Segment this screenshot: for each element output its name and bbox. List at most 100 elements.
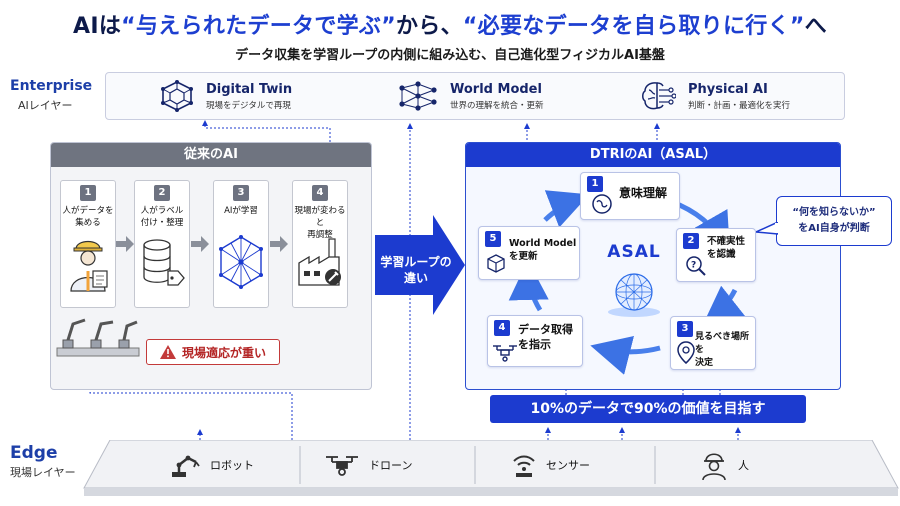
step-line: データ取得 <box>518 323 573 336</box>
edge-platform <box>83 440 899 496</box>
step-line: 決定 <box>695 358 714 368</box>
warning-text: 現場適応が重い <box>181 345 266 360</box>
loop-line: 違い <box>403 271 428 285</box>
bubble-line: をAI自身が判断 <box>798 223 870 234</box>
edge-item-robot: ロボット <box>170 452 254 478</box>
step-number: 3 <box>677 321 693 337</box>
step-arrow <box>270 236 288 252</box>
warning-triangle-icon <box>159 345 176 359</box>
step-line: 不確実性 <box>707 236 746 247</box>
physical-ai-item: Physical AI 判断・計画・最適化を実行 <box>640 80 790 112</box>
step-line: を指示 <box>518 338 551 351</box>
world-model-name: World Model <box>450 81 542 97</box>
step-number: 4 <box>312 185 328 201</box>
world-model-item: World Model 世界の理解を統合・更新 <box>398 80 544 112</box>
step-number: 3 <box>233 185 249 201</box>
step-number: 5 <box>485 231 501 247</box>
wifi-sensor-icon <box>513 455 535 477</box>
step-line: 現場が変わると <box>294 206 346 228</box>
step-text: 現場が変わると再調整 <box>293 205 347 240</box>
location-pin-icon <box>677 341 695 364</box>
bubble-line: “何を知らないか” <box>792 207 876 218</box>
step-text: 人がデータを集める <box>61 205 115 231</box>
loop-line: 学習ループの <box>380 255 452 269</box>
step-text: 人がラベル付け・整理 <box>135 205 189 231</box>
step-text: 見るべき場所を決定 <box>695 331 755 370</box>
step-text: データ取得を指示 <box>518 322 573 352</box>
edge-item-sensor: センサー <box>512 452 590 478</box>
step-line: を認識 <box>707 249 736 260</box>
worker-clipboard-icon <box>70 240 108 292</box>
enterprise-layer-box <box>105 72 845 120</box>
step-line: 再調整 <box>307 230 333 240</box>
brain-circuit-icon <box>642 82 676 110</box>
title-part: から、 <box>396 14 463 39</box>
digital-twin-desc: 現場をデジタルで再現 <box>206 100 291 111</box>
bubble-tail <box>756 222 778 235</box>
traditional-step-card: 1 人がデータを集める <box>60 180 116 308</box>
step-text: World Model を更新 <box>509 237 576 263</box>
asal-step-card: 5 World Model を更新 <box>478 226 580 280</box>
robot-arms-illustration <box>56 318 140 357</box>
drone-icon <box>493 345 517 362</box>
globe-network-icon <box>608 273 660 317</box>
step-line: 人がデータを <box>62 206 114 216</box>
robot-arm-icon <box>172 455 200 477</box>
asal-step-card: 2 不確実性を認識 ? <box>676 228 756 282</box>
learning-loop-label: 学習ループの違い <box>378 254 454 286</box>
traditional-step-card: 2 人がラベル付け・整理 <box>134 180 190 308</box>
drone-icon <box>326 456 358 476</box>
step-text: 不確実性を認識 <box>707 235 745 261</box>
asal-step-card: 4 データ取得を指示 <box>487 315 583 367</box>
page-subtitle: データ収集を学習ループの内側に組み込む、自己進化型フィジカルAI基盤 <box>235 48 665 63</box>
step-line: 人がラベル <box>140 206 184 216</box>
step-text: AIが学習 <box>214 205 268 231</box>
edge-item-label: ロボット <box>210 459 254 472</box>
adaptation-warning: 現場適応が重い <box>146 339 280 365</box>
step-arrow <box>191 236 209 252</box>
self-judgment-bubble: “何を知らないか” をAI自身が判断 <box>776 196 892 246</box>
step-line: 付け・整理 <box>140 218 184 228</box>
learning-loop-arrow <box>375 215 465 315</box>
step-line: 見るべき場所を <box>695 332 750 355</box>
factory-wrench-icon <box>298 238 341 286</box>
hexagon-network-icon <box>161 80 193 112</box>
asal-step-card: 3 見るべき場所を決定 <box>670 316 756 370</box>
digital-twin-item: Digital Twin 現場をデジタルで再現 <box>160 80 292 112</box>
edge-item-person: 人 <box>700 450 749 480</box>
digital-twin-name: Digital Twin <box>206 81 293 97</box>
step-number: 1 <box>587 176 603 192</box>
svg-text:?: ? <box>691 261 696 271</box>
traditional-ai-header: 従来のAI <box>51 143 371 167</box>
goal-banner: 10%のデータで90%の価値を目指す <box>490 395 806 423</box>
page-title: AIは“与えられたデータで学ぶ”から、“必要なデータを自ら取りに行く”へ <box>0 8 900 40</box>
edge-item-drone: ドローン <box>325 452 412 478</box>
step-line: を更新 <box>509 251 538 262</box>
step-number: 1 <box>80 185 96 201</box>
step-number: 2 <box>683 233 699 249</box>
edge-item-label: センサー <box>546 459 590 472</box>
step-line: 集める <box>75 218 101 228</box>
database-tag-icon <box>143 239 185 286</box>
step-line: World Model <box>509 238 577 249</box>
physical-ai-name: Physical AI <box>688 81 768 97</box>
cube-refresh-icon <box>487 254 505 273</box>
title-highlight: “与えられたデータで学ぶ” <box>121 14 396 39</box>
title-part: AIは <box>73 14 122 39</box>
world-model-desc: 世界の理解を統合・更新 <box>450 100 544 111</box>
enterprise-layer-subtitle: AIレイヤー <box>18 99 73 112</box>
step-arrow <box>116 236 134 252</box>
physical-ai-desc: 判断・計画・最適化を実行 <box>688 100 791 111</box>
brain-icon <box>592 194 612 214</box>
edge-layer-subtitle: 現場レイヤー <box>10 466 76 479</box>
enterprise-layer-title: Enterprise <box>10 78 93 94</box>
title-highlight: “必要なデータを自ら取りに行く” <box>462 14 805 39</box>
edge-layer-title: Edge <box>10 443 58 463</box>
neural-network-icon <box>399 81 437 111</box>
question-search-icon: ? <box>686 256 706 276</box>
step-number: 2 <box>154 185 170 201</box>
asal-step-card: 1 意味理解 <box>580 172 680 220</box>
edge-item-label: ドローン <box>369 459 413 472</box>
traditional-step-card: 3 AIが学習 <box>213 180 269 308</box>
network-cube-icon <box>219 235 263 289</box>
